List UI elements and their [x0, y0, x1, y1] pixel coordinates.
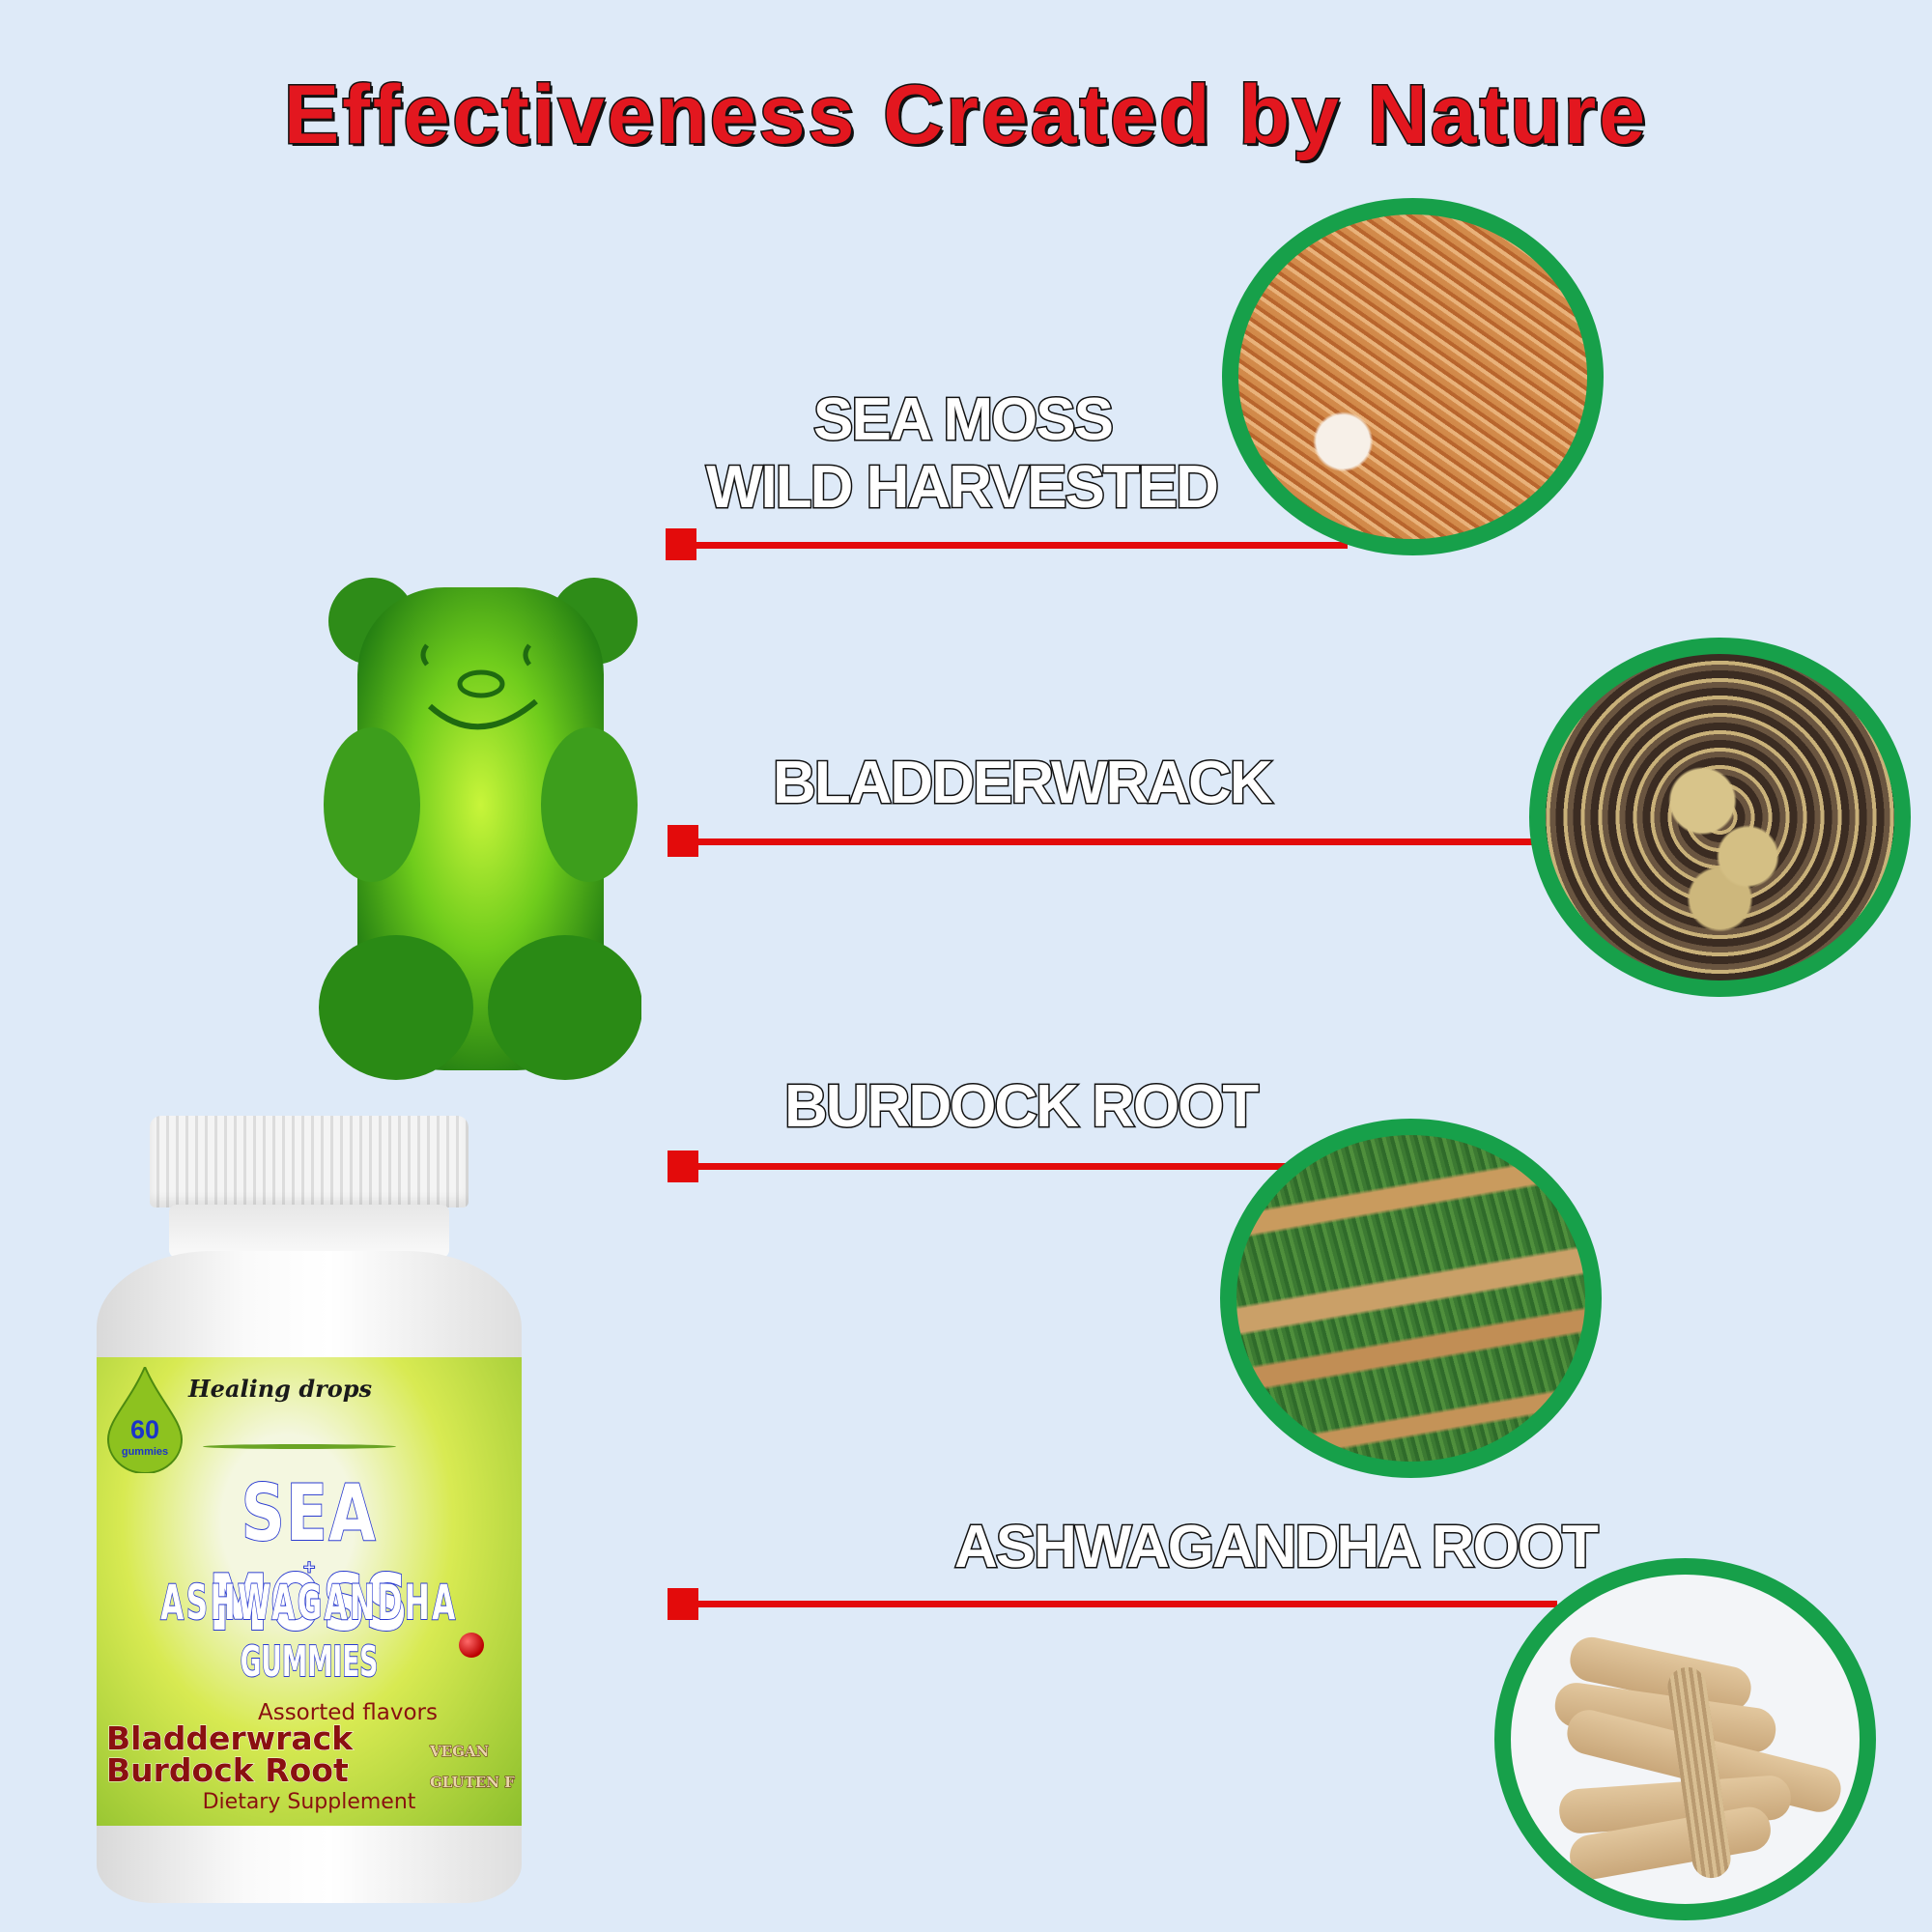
diet-badges: VEGAN GLUTEN F: [430, 1743, 516, 1792]
gummy-count: 60: [129, 1415, 160, 1444]
ashwagandha-berry-icon: [459, 1633, 484, 1658]
ashwagandha-root-image: [1494, 1558, 1876, 1920]
ingredient-label-wild-harvested: WILD HARVESTED: [705, 453, 1221, 523]
product-name-line1: SEA MOSS: [208, 1467, 411, 1649]
droplet-icon: [106, 1367, 184, 1473]
product-name-line2: ASHWAGANDHA: [160, 1574, 458, 1632]
connector-line: [693, 1163, 1287, 1170]
brand-name: Healing drops: [188, 1375, 373, 1403]
gummy-bear-icon: [319, 578, 641, 1080]
flavor-text: Assorted flavors: [257, 1700, 438, 1725]
sea-moss-image: [1222, 198, 1604, 555]
ingredient-label-ashwagandha-root: ASHWAGANDHA ROOT: [953, 1513, 1601, 1582]
ingredient-label-bladderwrack: BLADDERWRACK: [772, 749, 1275, 818]
connector-line: [691, 542, 1348, 549]
burdock-root-image: [1220, 1119, 1602, 1478]
product-bottle: 60 gummies Healing drops SEA MOSS + ASHW…: [97, 1116, 522, 1903]
gummy-count-unit: gummies: [121, 1446, 169, 1458]
ingredient-label-burdock-root: BURDOCK ROOT: [782, 1072, 1260, 1142]
ingredient-label-sea-moss: SEA MOSS: [812, 385, 1116, 455]
connector-line: [693, 838, 1533, 845]
product-label: 60 gummies Healing drops SEA MOSS + ASHW…: [97, 1357, 522, 1826]
bladderwrack-image: [1529, 638, 1911, 997]
supplement-text: Dietary Supplement: [202, 1790, 416, 1814]
connector-line: [693, 1601, 1557, 1607]
product-name-line3: GUMMIES: [240, 1636, 379, 1688]
page-title: Effectiveness Created by Nature: [282, 68, 1649, 163]
bottle-cap: [150, 1116, 469, 1208]
extra-ingredients: Bladderwrack Burdock Root: [105, 1719, 354, 1789]
